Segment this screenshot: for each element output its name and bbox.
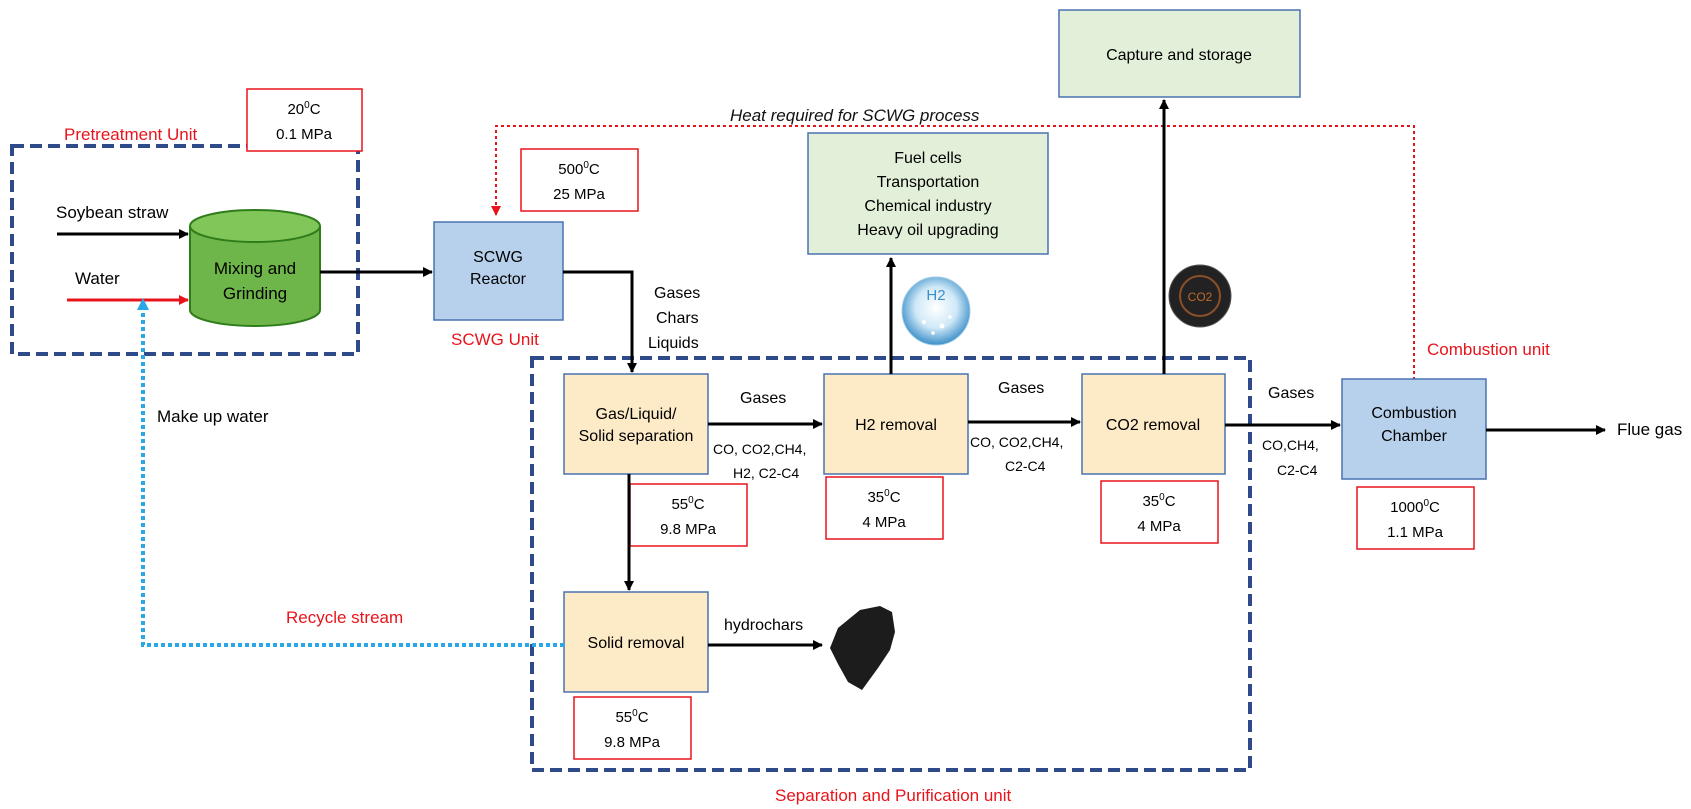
svg-text:Solid removal: Solid removal bbox=[588, 635, 685, 652]
reactor-out-liquids: Liquids bbox=[648, 335, 699, 352]
svg-text:Capture and storage: Capture and storage bbox=[1106, 47, 1252, 64]
svg-text:Grinding: Grinding bbox=[223, 284, 287, 303]
reactor-pressure: 25 MPa bbox=[553, 186, 605, 203]
svg-text:Transportation: Transportation bbox=[877, 174, 980, 191]
svg-text:200C: 200C bbox=[287, 100, 320, 118]
co2-removal-box: CO2 removal bbox=[1081, 373, 1226, 475]
reactor-out-chars: Chars bbox=[656, 310, 699, 327]
co2-pressure: 4 MPa bbox=[1137, 518, 1181, 535]
svg-text:Chemical industry: Chemical industry bbox=[864, 198, 991, 215]
h2-temp: 35 bbox=[867, 489, 884, 506]
svg-text:Mixing and: Mixing and bbox=[214, 259, 296, 278]
pretreatment-pressure: 0.1 MPa bbox=[276, 126, 333, 143]
co2-icon: CO2 bbox=[1168, 264, 1232, 328]
recycle-stream-line bbox=[137, 298, 564, 647]
flue-gas-label: Flue gas bbox=[1617, 420, 1682, 439]
co2-conditions: 350C 4 MPa bbox=[1100, 480, 1219, 544]
svg-text:550C: 550C bbox=[615, 708, 648, 726]
combustion-temp: 1000 bbox=[1390, 499, 1423, 516]
gls-composition-2: H2, C2-C4 bbox=[733, 465, 799, 481]
svg-text:Chamber: Chamber bbox=[1381, 428, 1447, 445]
reactor-temp: 500 bbox=[558, 161, 583, 178]
pretreatment-unit-label: Pretreatment Unit bbox=[64, 125, 197, 144]
svg-text:Solid separation: Solid separation bbox=[579, 428, 694, 445]
co2-gases-label: Gases bbox=[1268, 385, 1314, 402]
co2-temp: 35 bbox=[1142, 493, 1159, 510]
separation-unit-label: Separation and Purification unit bbox=[775, 786, 1012, 805]
separation-unit-boundary bbox=[530, 356, 1252, 772]
combustion-conditions: 10000C 1.1 MPa bbox=[1356, 486, 1475, 550]
svg-text:H2: H2 bbox=[926, 287, 945, 304]
pretreatment-conditions: 200C 0.1 MPa bbox=[246, 88, 363, 152]
svg-text:Heavy oil upgrading: Heavy oil upgrading bbox=[857, 222, 998, 239]
gls-temp: 55 bbox=[671, 496, 688, 513]
gls-gases-label: Gases bbox=[740, 390, 786, 407]
solid-removal-box: Solid removal bbox=[563, 591, 709, 693]
combustion-chamber: Combustion Chamber bbox=[1341, 378, 1487, 480]
svg-text:5000C: 5000C bbox=[558, 160, 600, 178]
gls-conditions: 550C 9.8 MPa bbox=[629, 483, 748, 547]
h2-removal-box: H2 removal bbox=[823, 373, 969, 475]
svg-text:SCWG: SCWG bbox=[473, 249, 523, 266]
h2-pressure: 4 MPa bbox=[862, 514, 906, 531]
svg-text:10000C: 10000C bbox=[1390, 498, 1440, 516]
scwg-reactor: SCWG Reactor bbox=[433, 221, 564, 321]
reactor-to-gls-arrow bbox=[563, 270, 637, 373]
makeup-water-label: Make up water bbox=[157, 407, 269, 426]
gls-pressure: 9.8 MPa bbox=[660, 521, 717, 538]
co2-composition-2: C2-C4 bbox=[1277, 462, 1318, 478]
hydrochar-image bbox=[830, 606, 895, 690]
pretreatment-temp: 20 bbox=[287, 101, 304, 118]
solid-conditions: 550C 9.8 MPa bbox=[573, 696, 692, 760]
svg-text:550C: 550C bbox=[671, 495, 704, 513]
gls-separation-box: Gas/Liquid/ Solid separation bbox=[563, 373, 709, 475]
pretreatment-unit-boundary bbox=[10, 144, 360, 356]
svg-text:Gas/Liquid/: Gas/Liquid/ bbox=[596, 406, 677, 423]
reactor-conditions: 5000C 25 MPa bbox=[520, 148, 639, 212]
hydrochars-label: hydrochars bbox=[724, 617, 803, 634]
svg-text:CO2 removal: CO2 removal bbox=[1106, 417, 1200, 434]
combustion-pressure: 1.1 MPa bbox=[1387, 524, 1444, 541]
capture-storage-box: Capture and storage bbox=[1058, 9, 1301, 98]
h2-gases-label: Gases bbox=[998, 380, 1044, 397]
gls-composition-1: CO, CO2,CH4, bbox=[713, 441, 806, 457]
h2-composition-1: CO, CO2,CH4, bbox=[970, 434, 1063, 450]
combustion-unit-label: Combustion unit bbox=[1427, 340, 1550, 359]
h2-conditions: 350C 4 MPa bbox=[825, 476, 944, 540]
svg-text:350C: 350C bbox=[1142, 492, 1175, 510]
svg-text:CO2: CO2 bbox=[1188, 290, 1213, 304]
solid-temp: 55 bbox=[615, 709, 632, 726]
water-label: Water bbox=[75, 269, 120, 288]
hydrogen-uses-box: Fuel cells Transportation Chemical indus… bbox=[807, 132, 1049, 255]
recycle-stream-label: Recycle stream bbox=[286, 608, 403, 627]
h2-composition-2: C2-C4 bbox=[1005, 458, 1046, 474]
svg-text:Fuel cells: Fuel cells bbox=[894, 150, 962, 167]
solid-pressure: 9.8 MPa bbox=[604, 734, 661, 751]
heat-required-label: Heat required for SCWG process bbox=[730, 106, 980, 125]
svg-text:350C: 350C bbox=[867, 488, 900, 506]
co2-composition-1: CO,CH4, bbox=[1262, 437, 1319, 453]
svg-text:H2 removal: H2 removal bbox=[855, 417, 937, 434]
heat-required-line bbox=[491, 125, 1415, 380]
svg-text:Reactor: Reactor bbox=[470, 271, 527, 288]
svg-text:Combustion: Combustion bbox=[1371, 405, 1456, 422]
hydrogen-icon: H2 bbox=[901, 276, 971, 346]
mixing-grinding-tank: Mixing and Grinding bbox=[189, 209, 321, 327]
soybean-straw-label: Soybean straw bbox=[56, 203, 169, 222]
reactor-out-gases: Gases bbox=[654, 285, 700, 302]
scwg-unit-label: SCWG Unit bbox=[451, 330, 539, 349]
